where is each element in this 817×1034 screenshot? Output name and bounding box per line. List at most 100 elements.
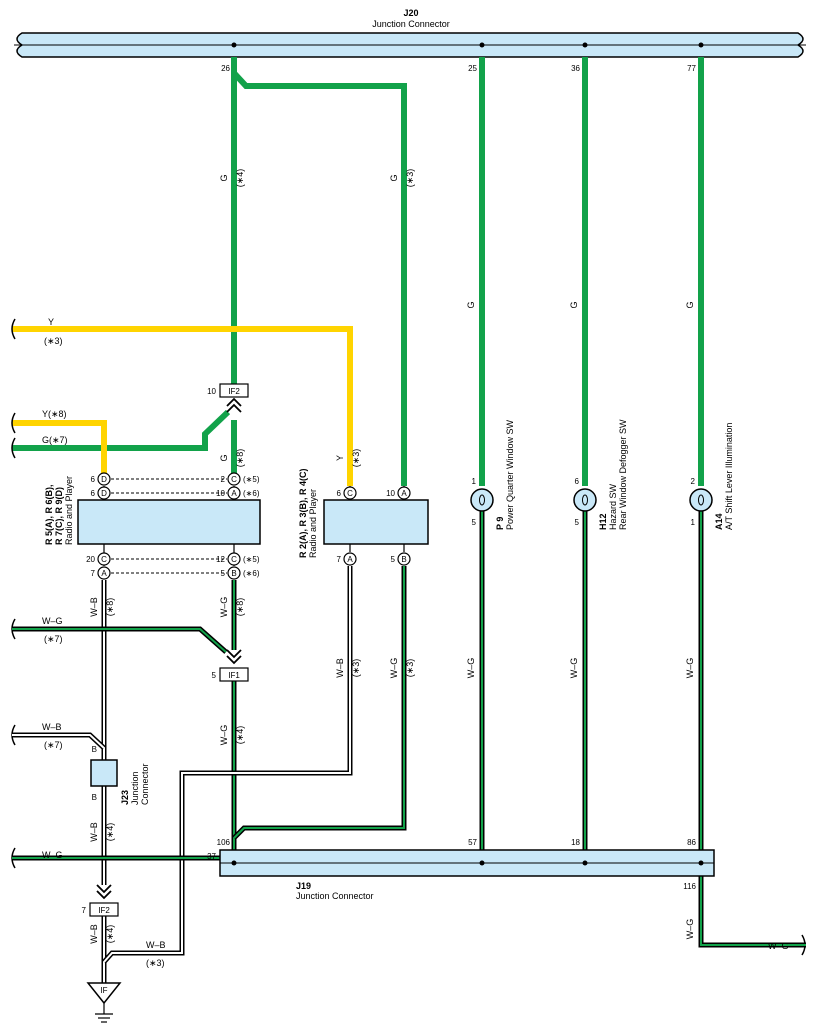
j20-pin-77: 77 <box>687 64 696 73</box>
striped-wire-outline <box>232 566 407 840</box>
svg-text:10: 10 <box>216 489 225 498</box>
wire-label-g-1: G <box>219 174 229 181</box>
wire-label-g-5: G <box>685 301 695 308</box>
pin-r1-10a: A 10 (∗6) <box>216 486 260 500</box>
wire-note-3-3: (∗3) <box>351 449 361 468</box>
j19-pin-86: 86 <box>687 838 696 847</box>
a14-pin-top: 2 <box>691 477 696 486</box>
striped-wire-stripe <box>103 566 351 963</box>
if2-top-label: IF2 <box>228 387 240 396</box>
pin-r1-7a: A 7 <box>91 566 111 580</box>
if2-bottom-pin: 7 <box>82 906 87 915</box>
wire-label-wg-7: W–G <box>685 658 695 679</box>
svg-text:6: 6 <box>91 475 96 484</box>
wire-label-wg-1: W–G <box>219 597 229 618</box>
j19-id: J19 <box>296 881 311 891</box>
wire-note-8-1: (∗8) <box>235 449 245 468</box>
wire-note-3-1: (∗3) <box>405 169 415 188</box>
j20-id: J20 <box>403 8 418 18</box>
if1-pin: 5 <box>212 671 217 680</box>
wire-label-wg-3: W–G <box>219 725 229 746</box>
wire-label-wb-6: W–B <box>146 940 166 950</box>
striped-wire-stripe <box>700 876 806 946</box>
striped-wire-labels: W–B (∗8) W–G (∗8) W–G (∗7) W–G (∗4) W–B … <box>42 597 789 968</box>
wire-note-7-1: (∗7) <box>44 634 63 644</box>
h12-id: H12 <box>598 513 608 530</box>
radio1-id-line2: R 7(C), R 9(D) <box>54 487 64 545</box>
pin-r1-6d-a: D 6 <box>91 472 111 486</box>
j23-pin-top: B <box>92 745 97 754</box>
j20-name: Junction Connector <box>372 19 450 29</box>
svg-text:C: C <box>347 489 353 498</box>
green-wires <box>12 57 704 486</box>
radio-player-1: R 5(A), R 6(B), R 7(C), R 9(D) Radio and… <box>44 472 261 580</box>
j19-name: Junction Connector <box>296 891 374 901</box>
p9-pin-bot: 5 <box>472 518 477 527</box>
radio1-name: Radio and Player <box>64 476 74 545</box>
svg-text:C: C <box>101 555 107 564</box>
h12-pin-top: 6 <box>575 477 580 486</box>
j19-pin-106: 106 <box>217 838 231 847</box>
j19-pin-57: 57 <box>468 838 477 847</box>
wire-label-g-3: G <box>466 301 476 308</box>
if2-top-pin: 10 <box>207 387 216 396</box>
j20-pin-26: 26 <box>221 64 230 73</box>
j23-name-2: Connector <box>140 763 150 805</box>
striped-wire-stripe <box>12 734 105 749</box>
wire-label-wg-6: W–G <box>569 658 579 679</box>
wire-label-wg-10: W–G <box>768 941 789 951</box>
pin-r1-6d-b: D 6 <box>91 486 111 500</box>
radio1-id-line1: R 5(A), R 6(B), <box>44 485 54 546</box>
wire-note-4-1: (∗4) <box>235 169 245 188</box>
wire-label-wb-4: W–B <box>89 822 99 842</box>
wire-note-3-2: (∗3) <box>44 336 63 346</box>
svg-text:(∗5): (∗5) <box>243 475 260 484</box>
wire-label-wb-5: W–B <box>89 924 99 944</box>
svg-text:B: B <box>401 555 406 564</box>
ground-if: IF <box>86 982 122 1023</box>
svg-text:7: 7 <box>337 555 342 564</box>
h12-pin-bot: 5 <box>575 518 580 527</box>
wire-label-g-4: G <box>569 301 579 308</box>
svg-text:D: D <box>101 475 107 484</box>
h12-name-1: Hazard SW <box>608 483 618 530</box>
svg-text:12: 12 <box>216 555 225 564</box>
wire-label-wb-3: W–B <box>42 722 62 732</box>
pin-r1-12c: C 12 (∗5) <box>216 552 260 566</box>
wire-note-4-4: (∗4) <box>105 925 115 944</box>
svg-text:A: A <box>231 489 237 498</box>
svg-text:6: 6 <box>337 489 342 498</box>
a14-pin-bot: 1 <box>691 518 696 527</box>
wire-note-7-2: (∗7) <box>44 740 63 750</box>
j23-name-1: Junction <box>130 771 140 805</box>
svg-text:C: C <box>231 555 237 564</box>
svg-text:B: B <box>231 569 236 578</box>
h12-name-2: Rear Window Defogger SW <box>618 419 628 530</box>
svg-text:A: A <box>101 569 107 578</box>
wire-label-wb-1: W–B <box>89 597 99 617</box>
lamp-a14: 2 1 A14 A/T Shift Lever Illumination <box>689 423 734 530</box>
wire-note-3-4: (∗3) <box>351 659 361 678</box>
j19-pin-18: 18 <box>571 838 580 847</box>
wire-label-wg-4: W–G <box>389 658 399 679</box>
svg-text:5: 5 <box>391 555 396 564</box>
svg-text:(∗6): (∗6) <box>243 569 260 578</box>
if1-label: IF1 <box>228 671 240 680</box>
striped-wire-stripe <box>233 566 405 839</box>
ground-label: IF <box>100 986 107 995</box>
wire-label-wg-2: W–G <box>42 616 63 626</box>
if2-bottom-connector: IF2 7 <box>82 884 119 917</box>
wire-label-y-2: Y <box>335 455 345 461</box>
wire-label-g-6: G <box>219 454 229 461</box>
pin-r1-5b: B 5 (∗6) <box>221 566 260 580</box>
j20-pin-36: 36 <box>571 64 580 73</box>
j19-junction-connector: 106 37 57 18 86 116 J19 Junction Connect… <box>207 838 715 901</box>
wire-note-8-3: (∗8) <box>235 598 245 617</box>
a14-name: A/T Shift Lever Illumination <box>724 423 734 530</box>
svg-text:2: 2 <box>221 475 226 484</box>
j23-pin-bot: B <box>92 793 97 802</box>
wire-note-3-6: (∗3) <box>146 958 165 968</box>
j20-pin-25: 25 <box>468 64 477 73</box>
pin-r2-7a: A 7 <box>337 552 357 566</box>
